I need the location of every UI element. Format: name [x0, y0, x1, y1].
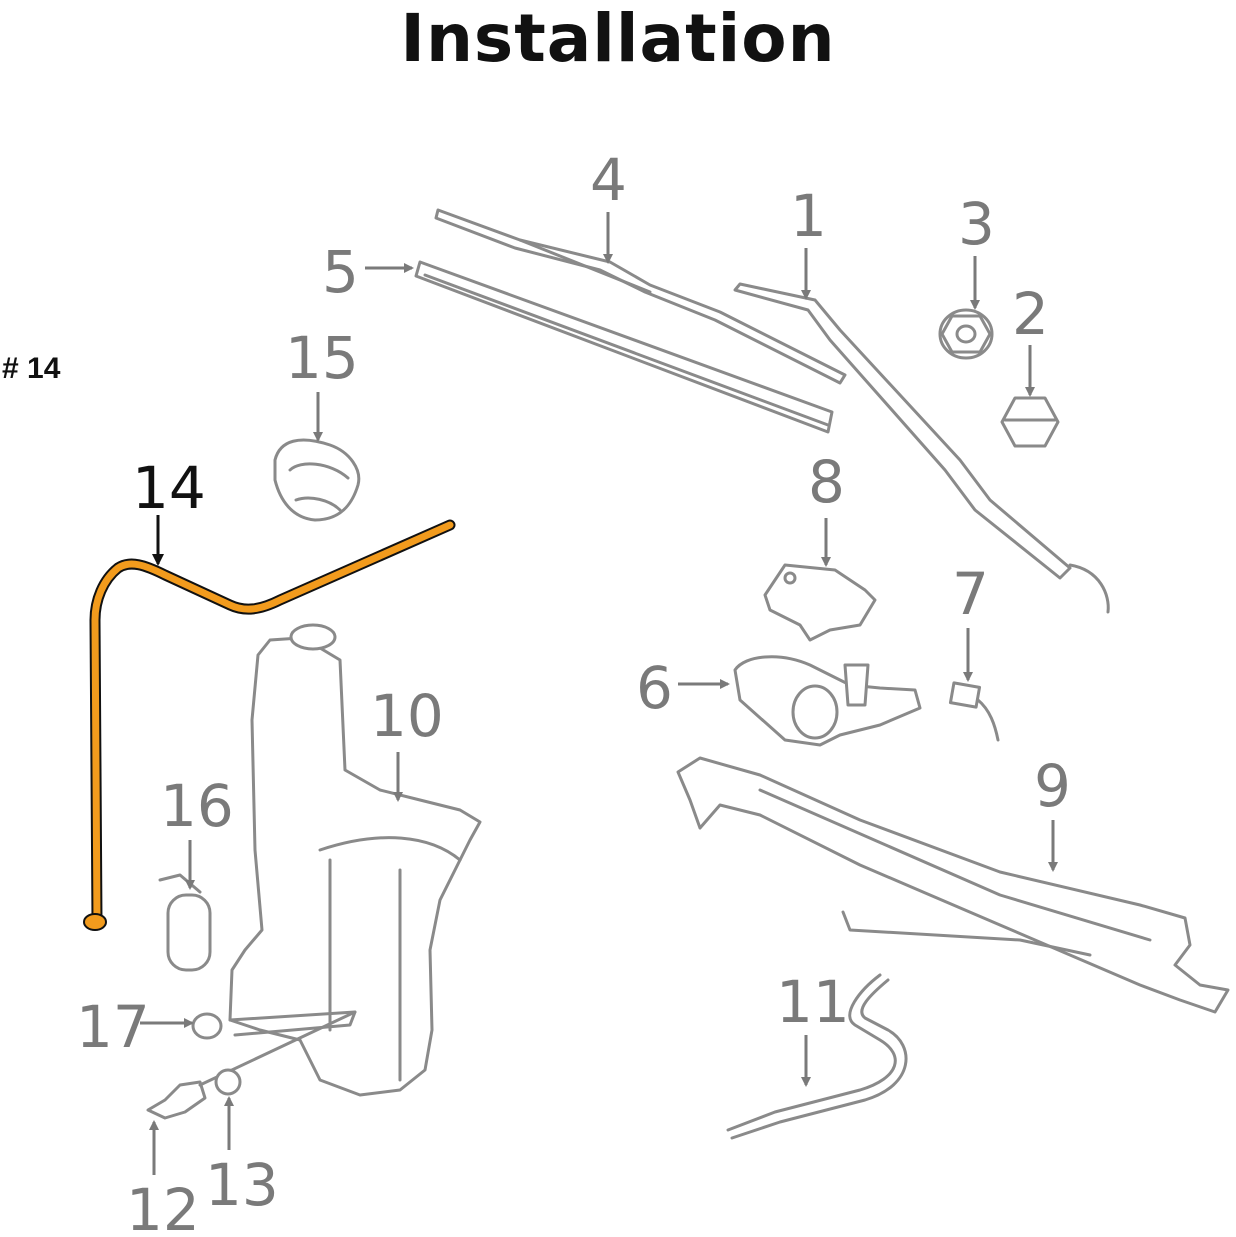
leader-lines: [140, 212, 1058, 1175]
part-6-wiper-motor: [733, 655, 922, 747]
part-3-flange-nut: [938, 308, 994, 360]
reference-label: # 14: [2, 352, 61, 385]
callout-14: 14: [132, 454, 206, 522]
part-13-grommet: [214, 1068, 242, 1096]
callout-11: 11: [776, 968, 850, 1036]
part-2-nut: [1000, 396, 1060, 448]
part-7-connector: [948, 681, 1000, 742]
part-10-reservoir: [228, 623, 482, 1097]
part-9-linkage: [676, 756, 1230, 1014]
part-8-bracket: [763, 563, 877, 642]
part-15-grommet: [273, 438, 361, 522]
callout-7: 7: [952, 560, 989, 628]
part-4-wiper-blade: [434, 208, 847, 385]
part-5-wiper-insert: [414, 260, 834, 434]
callout-3: 3: [958, 190, 995, 258]
callout-1: 1: [790, 182, 827, 250]
part-14-hose-highlighted: [83, 519, 456, 931]
callout-13: 13: [205, 1151, 279, 1219]
part-16-pump: [158, 873, 212, 972]
callout-9: 9: [1034, 752, 1071, 820]
callout-2: 2: [1012, 280, 1049, 348]
callout-15: 15: [285, 324, 359, 392]
callout-17: 17: [76, 993, 150, 1061]
part-1-wiper-arm: [733, 282, 1110, 614]
callout-numbers: 4 5 1 3 2 15 8 6 7 9 10 16 17 11 12 13 1…: [76, 146, 1071, 1237]
callout-5: 5: [322, 238, 359, 306]
part-11-hose: [726, 973, 908, 1140]
callout-10: 10: [370, 682, 444, 750]
part-17-grommet: [191, 1012, 223, 1040]
callout-6: 6: [636, 654, 673, 722]
callout-16: 16: [160, 772, 234, 840]
callout-12: 12: [126, 1176, 200, 1237]
callout-8: 8: [808, 448, 845, 516]
callout-4: 4: [590, 146, 627, 214]
page-title: Installation: [400, 0, 836, 77]
